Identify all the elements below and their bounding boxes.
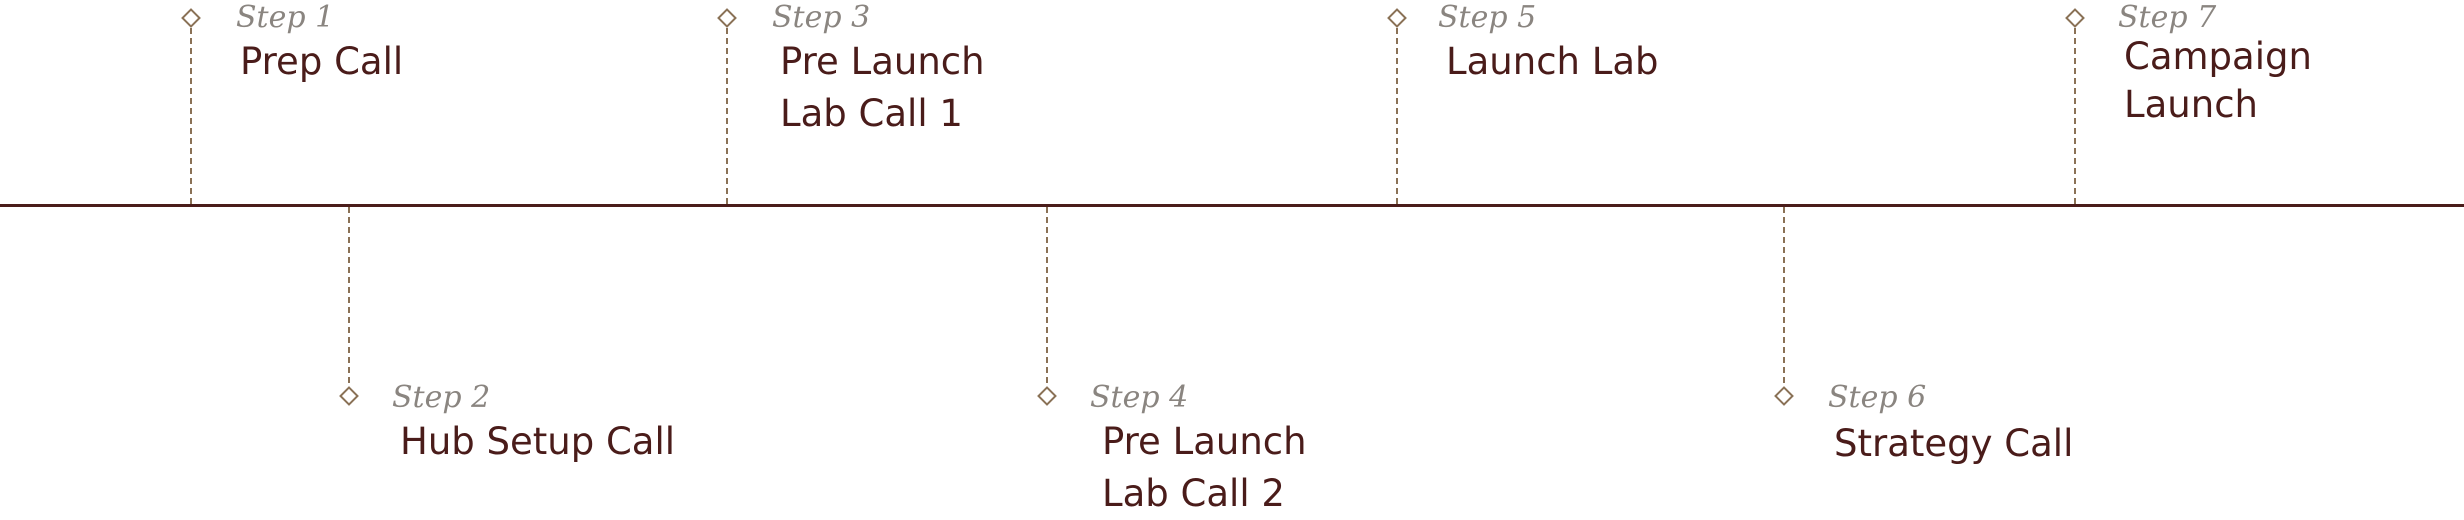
step-connector [726,18,728,204]
step-label: Step 5 [1438,0,1537,35]
step-title: Launch Lab [1446,40,1659,83]
step-connector [2074,18,2076,204]
diamond-marker-icon [1387,8,1407,28]
step-title: Pre Launch Lab Call 2 [1102,420,1307,515]
diamond-marker-icon [1774,386,1794,406]
step-label: Step 6 [1828,380,1927,415]
diamond-marker-icon [2065,8,2085,28]
diamond-marker-icon [1037,386,1057,406]
diamond-marker-icon [339,386,359,406]
step-label: Step 2 [392,380,491,415]
step-label: Step 1 [236,0,335,35]
step-label: Step 7 [2118,0,2217,35]
step-title: Campaign Launch [2124,35,2312,126]
diamond-marker-icon [181,8,201,28]
step-title: Hub Setup Call [400,420,676,463]
step-title: Pre Launch Lab Call 1 [780,40,985,135]
step-label: Step 3 [772,0,871,35]
step-title: Strategy Call [1834,422,2074,465]
step-title: Prep Call [240,40,404,83]
step-connector [1046,207,1048,393]
step-label: Step 4 [1090,380,1189,415]
diamond-marker-icon [717,8,737,28]
step-connector [190,18,192,204]
step-connector [348,207,350,393]
timeline-axis [0,204,2464,207]
step-connector [1396,18,1398,204]
step-connector [1783,207,1785,393]
